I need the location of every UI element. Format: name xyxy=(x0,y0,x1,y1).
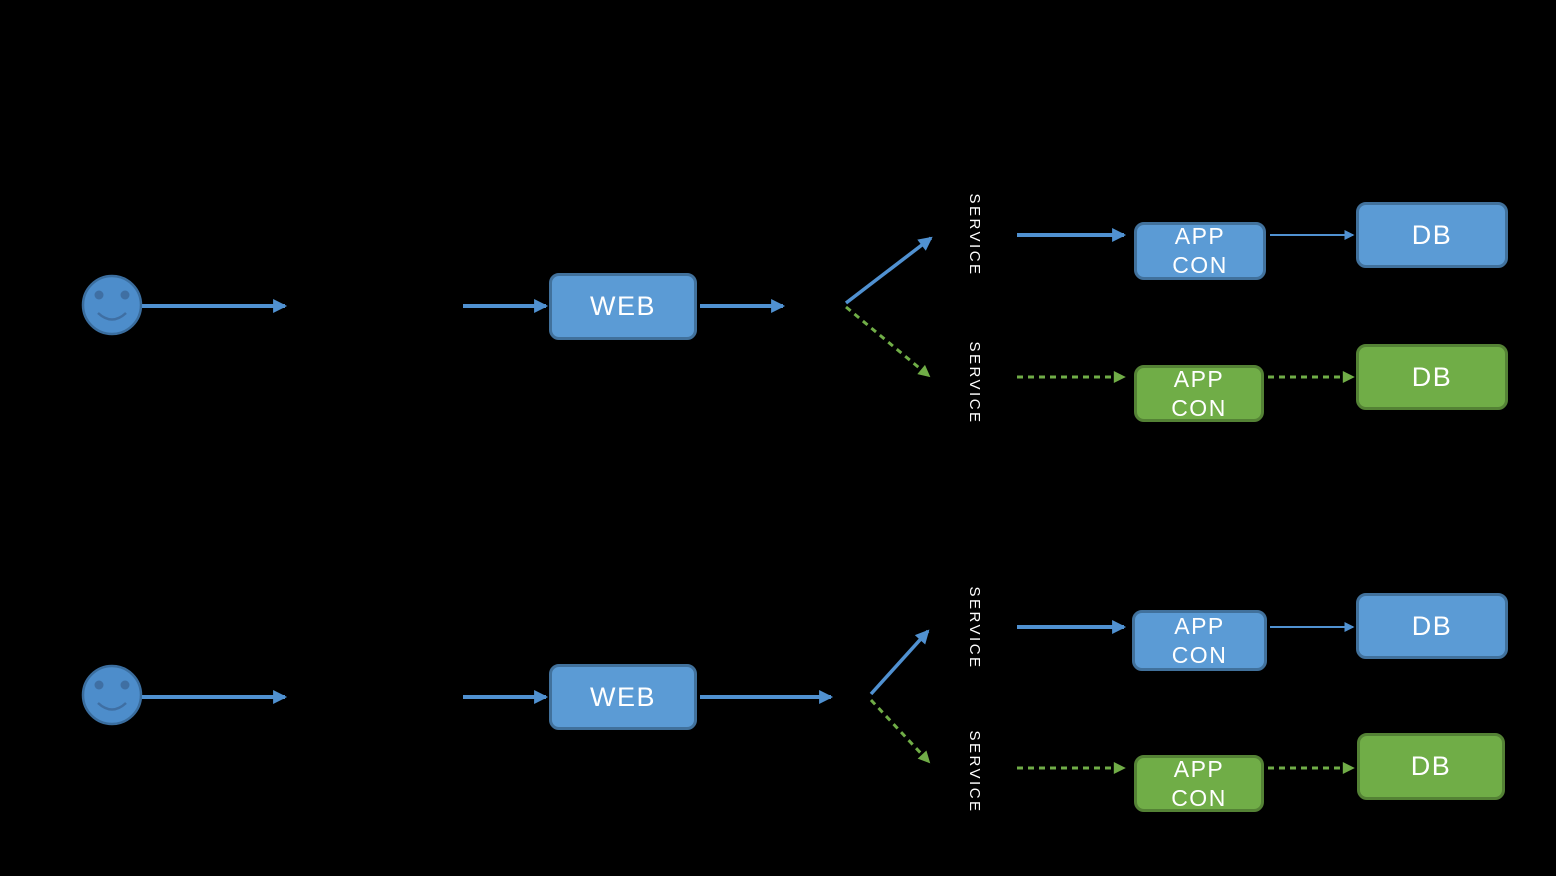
top-appcon-green-line2: CON xyxy=(1171,394,1227,421)
bottom-appcon-node-green: APP CON xyxy=(1134,755,1264,812)
top-appcon-blue-line1: APP xyxy=(1174,223,1226,250)
top-db-node-blue: DB xyxy=(1356,202,1508,268)
bottom-db-green-label: DB xyxy=(1410,751,1452,781)
top-flow-user-smiley-icon xyxy=(81,274,143,336)
top-service-label-blue: SERVICE xyxy=(966,193,984,277)
bottom-web-node: WEB xyxy=(549,664,697,730)
top-db-blue-label: DB xyxy=(1411,219,1453,250)
bottom-db-blue-label: DB xyxy=(1411,610,1453,641)
top-db-node-green: DB xyxy=(1356,344,1508,410)
bottom-db-node-blue: DB xyxy=(1356,593,1508,659)
bottom-web-label: WEB xyxy=(589,681,656,712)
top-appcon-node-green: APP CON xyxy=(1134,365,1264,422)
bottom-appcon-node-blue: APP CON xyxy=(1132,610,1267,671)
top-appcon-green-line1: APP xyxy=(1173,365,1225,392)
bottom-fork-arrow-blue xyxy=(869,629,930,696)
top-appcon-blue-line2: CON xyxy=(1172,252,1228,278)
bottom-appcon-blue-line2: CON xyxy=(1171,641,1228,668)
top-fork-arrow-blue xyxy=(844,236,933,305)
bottom-fork-arrow-green xyxy=(869,698,931,764)
top-web-label: WEB xyxy=(589,291,656,321)
top-service-label-green: SERVICE xyxy=(966,341,984,425)
bottom-appcon-blue-line1: APP xyxy=(1174,612,1225,639)
bottom-appcon-green-line1: APP xyxy=(1173,755,1225,782)
bottom-service-label-blue: SERVICE xyxy=(966,586,984,670)
bottom-db-node-green: DB xyxy=(1357,733,1505,800)
bottom-service-label-green: SERVICE xyxy=(966,730,984,814)
bottom-appcon-green-line2: CON xyxy=(1171,784,1227,811)
top-fork-arrow-green xyxy=(845,305,931,378)
top-db-green-label: DB xyxy=(1411,361,1453,392)
bottom-flow-user-smiley-icon xyxy=(81,664,143,726)
top-appcon-node-blue: APP CON xyxy=(1134,222,1266,280)
top-web-node: WEB xyxy=(549,273,697,340)
